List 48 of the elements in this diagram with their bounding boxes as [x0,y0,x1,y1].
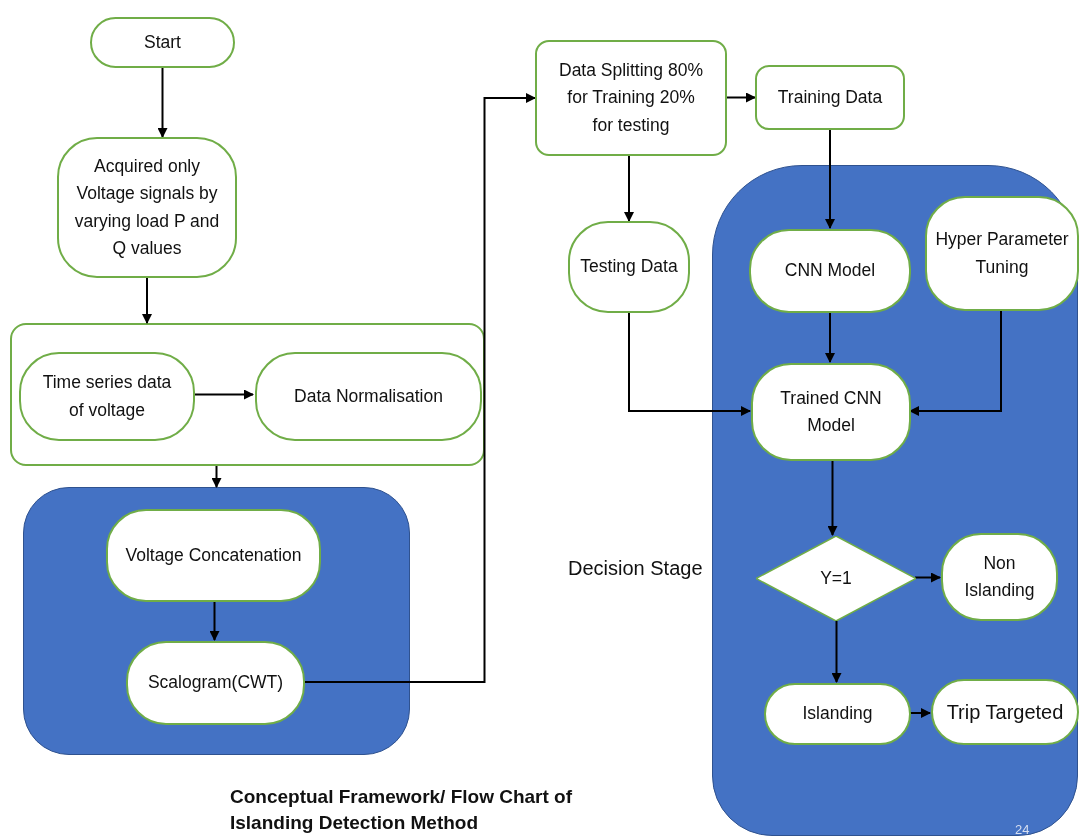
process-box [751,363,911,461]
node-label: CNN Model [784,259,876,283]
node-label: Data Normalisation [294,384,443,408]
process-box [255,352,482,441]
node-label: Trip Targeted [946,699,1064,725]
process-box [57,137,237,278]
arrow [825,311,835,363]
node-label: Y=1 [820,566,852,590]
decision-diamond [756,536,916,621]
node-label: Start [144,30,181,54]
page-number: 24 [1015,822,1030,837]
caption: Conceptual Framework/ Flow Chart of Islanding Detection Method [230,785,574,835]
group-panel [23,487,410,755]
arrow [209,600,220,641]
node-label: Hyper Parameter Tuning [935,228,1069,279]
node-label: Trained CNN Model [779,386,883,437]
process-box [755,65,905,130]
node-label: Acquired only Voltage signals by varying load P and Q values [73,155,221,260]
arrow [909,309,1002,416]
node-label: Islanding [802,702,873,726]
node-label: Training Data [777,85,883,109]
arrow [211,465,222,488]
process-box [925,196,1079,311]
process-box [90,17,235,68]
node-label: Non Islanding [963,551,1036,602]
node-label: Time series data of voltage [41,371,173,422]
stage-label: Decision Stage [568,557,703,580]
arrow [909,708,931,718]
node-label: Scalogram(CWT) [147,671,284,695]
arrow [624,155,634,222]
arrow [157,67,168,138]
arrow [628,312,751,416]
node-label: Testing Data [580,255,678,279]
arrow [825,129,835,229]
node-label: Data Splitting 80% for Training 20% for testing [558,59,704,137]
process-box [535,40,727,156]
arrow [142,277,152,324]
arrow [914,572,941,583]
arrow [303,93,536,683]
arrow [831,619,842,683]
process-box [106,509,321,602]
node-label: Voltage Concatenation [125,543,302,567]
group-panel [712,165,1078,836]
group-box [10,323,485,466]
arrow [726,92,756,103]
arrow [827,459,838,536]
process-box [931,679,1079,745]
process-box [568,221,690,313]
